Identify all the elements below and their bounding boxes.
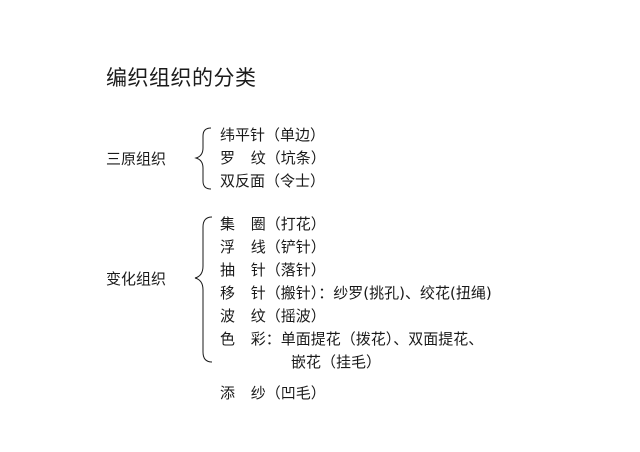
- item-detail: （铲针）: [265, 238, 326, 256]
- list-item: 色彩：单面提花（拨花）、双面提花、: [220, 330, 483, 348]
- item-detail: （坑条）: [265, 149, 326, 167]
- item-term: 纱: [250, 384, 266, 402]
- category-label: 变化组织: [106, 270, 167, 288]
- item-term: 针: [250, 261, 266, 279]
- item-term: 色: [220, 330, 236, 348]
- item-term: 集: [220, 215, 236, 233]
- item-term: 移: [220, 284, 236, 302]
- list-item: 移针（搬针）：纱罗(挑孔)、绞花(扭绳): [220, 284, 492, 302]
- slide-title: 编织组织的分类: [106, 66, 257, 90]
- list-item: 双反面（令士）: [220, 172, 325, 190]
- item-detail: （落针）: [265, 261, 326, 279]
- category-label: 三原组织: [106, 150, 167, 168]
- list-item: 抽针（落针）: [220, 261, 326, 279]
- item-term: 浮: [220, 238, 236, 256]
- item-term: 纹: [250, 307, 266, 325]
- item-term: 添: [220, 384, 236, 402]
- item-detail: （凹毛）: [265, 384, 326, 402]
- list-item: 浮线（铲针）: [220, 238, 326, 256]
- item-term: 线: [250, 238, 266, 256]
- item-detail: ：单面提花（拨花）、双面提花、: [265, 330, 484, 348]
- item-term: 针: [250, 284, 266, 302]
- item-term: 彩: [250, 330, 266, 348]
- list-item: 添纱（凹毛）: [220, 384, 326, 402]
- item-detail: （摇波）: [265, 307, 326, 325]
- item-term: 纹: [250, 149, 266, 167]
- item-detail: （令士）: [265, 172, 326, 190]
- list-item: 纬平针（单边）: [220, 126, 325, 144]
- item-term: 波: [220, 307, 236, 325]
- item-detail: （打花）: [265, 215, 326, 233]
- list-item: 罗纹（坑条）: [220, 149, 326, 167]
- list-item: 波纹（摇波）: [220, 307, 326, 325]
- list-item: 嵌花（挂毛）: [291, 353, 381, 371]
- item-detail: （搬针）：纱罗(挑孔)、绞花(扭绳): [265, 284, 492, 302]
- item-term: 罗: [220, 149, 236, 167]
- item-detail: 嵌花（挂毛）: [291, 353, 382, 371]
- item-term: 纬平针: [220, 126, 266, 144]
- item-detail: （单边）: [265, 126, 326, 144]
- item-term: 圈: [250, 215, 266, 233]
- item-term: 双反面: [220, 172, 266, 190]
- list-item: 集圈（打花）: [220, 215, 326, 233]
- item-term: 抽: [220, 261, 236, 279]
